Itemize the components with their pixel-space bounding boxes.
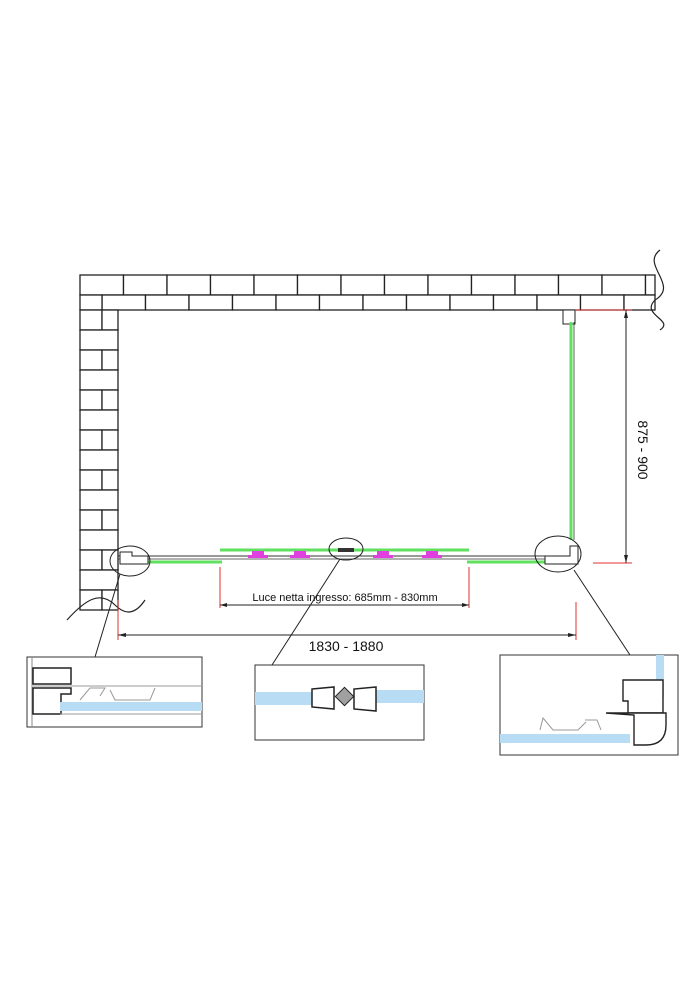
rollers	[248, 551, 442, 558]
opening-dimension	[219, 567, 470, 608]
brick	[101, 509, 119, 531]
left-wall-profile	[119, 551, 149, 565]
brick	[79, 549, 103, 571]
brick	[122, 274, 168, 296]
brick	[362, 294, 408, 311]
brick	[449, 294, 495, 311]
glass-section	[656, 655, 664, 697]
brick	[166, 274, 212, 296]
brick	[557, 274, 603, 296]
brick	[470, 274, 516, 296]
roller	[248, 551, 268, 558]
brick	[579, 294, 625, 311]
brick	[318, 294, 364, 311]
brick	[383, 274, 429, 296]
seal-profile	[539, 716, 602, 731]
brick	[79, 369, 119, 391]
brick	[405, 294, 451, 311]
brick	[623, 294, 656, 311]
right-corner-profile	[544, 545, 579, 565]
depth-label: 875 - 900	[635, 420, 651, 479]
corner-profile-section	[622, 679, 664, 714]
roller	[373, 551, 393, 558]
detail-box-right	[499, 654, 679, 756]
magnet-seal-profile	[311, 686, 377, 712]
brick	[492, 294, 538, 311]
brick	[79, 469, 103, 491]
brick	[427, 274, 473, 296]
roller	[290, 551, 310, 558]
detail-circle-middle	[328, 537, 364, 561]
brick	[275, 294, 321, 311]
depth-dimension	[575, 309, 632, 564]
glass-section	[255, 692, 325, 705]
brick	[79, 329, 119, 351]
corner-profile-section	[605, 712, 667, 746]
brick	[231, 294, 277, 311]
wall-break-right	[650, 249, 665, 331]
brick	[101, 294, 147, 311]
width-label: 1830 - 1880	[309, 638, 384, 654]
brick	[644, 274, 656, 296]
top-wall-profile	[562, 309, 576, 325]
detail-circle-left	[109, 545, 151, 577]
brick	[101, 309, 119, 331]
brick	[514, 274, 560, 296]
width-dimension	[117, 600, 577, 640]
roller	[422, 551, 442, 558]
brick	[79, 349, 103, 371]
wall-break-bottom	[66, 597, 146, 621]
brick	[79, 569, 119, 591]
opening-label: Luce netta ingresso: 685mm - 830mm	[252, 592, 437, 604]
detail-box-middle	[254, 664, 425, 741]
brick	[601, 274, 647, 296]
brick	[101, 429, 119, 451]
brick	[101, 389, 119, 411]
brick-wall	[79, 274, 656, 611]
wall-profile-section	[32, 687, 72, 715]
brick	[144, 294, 190, 311]
brick	[536, 294, 582, 311]
brick	[79, 294, 103, 311]
magnet-seal	[338, 548, 354, 552]
brick	[340, 274, 386, 296]
wall-profile-section	[32, 667, 72, 685]
magnet-seal-core	[334, 686, 355, 707]
glass-section	[60, 702, 202, 711]
brick	[79, 389, 103, 411]
detail-circle-right	[534, 535, 582, 573]
glass-section	[500, 734, 630, 743]
brick	[79, 409, 119, 431]
brick	[101, 469, 119, 491]
brick	[79, 529, 119, 551]
brick	[296, 274, 342, 296]
leader-line-left	[94, 573, 121, 658]
brick	[209, 274, 255, 296]
brick	[79, 309, 103, 331]
brick	[79, 509, 103, 531]
brick	[79, 429, 103, 451]
leader-line-middle	[271, 558, 341, 666]
brick	[79, 449, 119, 471]
brick	[79, 274, 125, 296]
brick	[253, 274, 299, 296]
brick	[188, 294, 234, 311]
detail-box-left	[26, 656, 203, 728]
seal-profile	[79, 687, 156, 701]
leader-line-right	[573, 569, 631, 656]
brick	[101, 349, 119, 371]
brick	[79, 489, 119, 511]
